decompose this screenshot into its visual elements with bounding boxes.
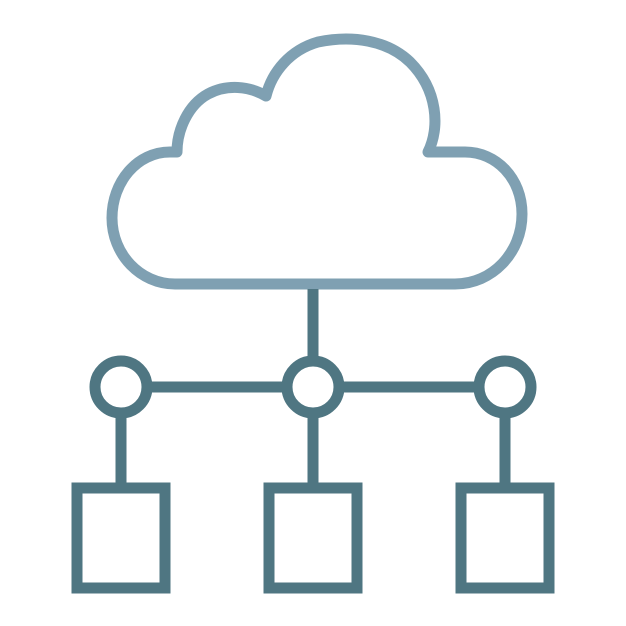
- terminal-box-center: [263, 482, 363, 594]
- cloud-shape: [106, 33, 528, 290]
- terminal-box-left: [71, 482, 171, 594]
- node-center: [281, 355, 345, 419]
- node-left: [89, 355, 153, 419]
- node-right: [473, 355, 537, 419]
- terminal-box-right: [455, 482, 555, 594]
